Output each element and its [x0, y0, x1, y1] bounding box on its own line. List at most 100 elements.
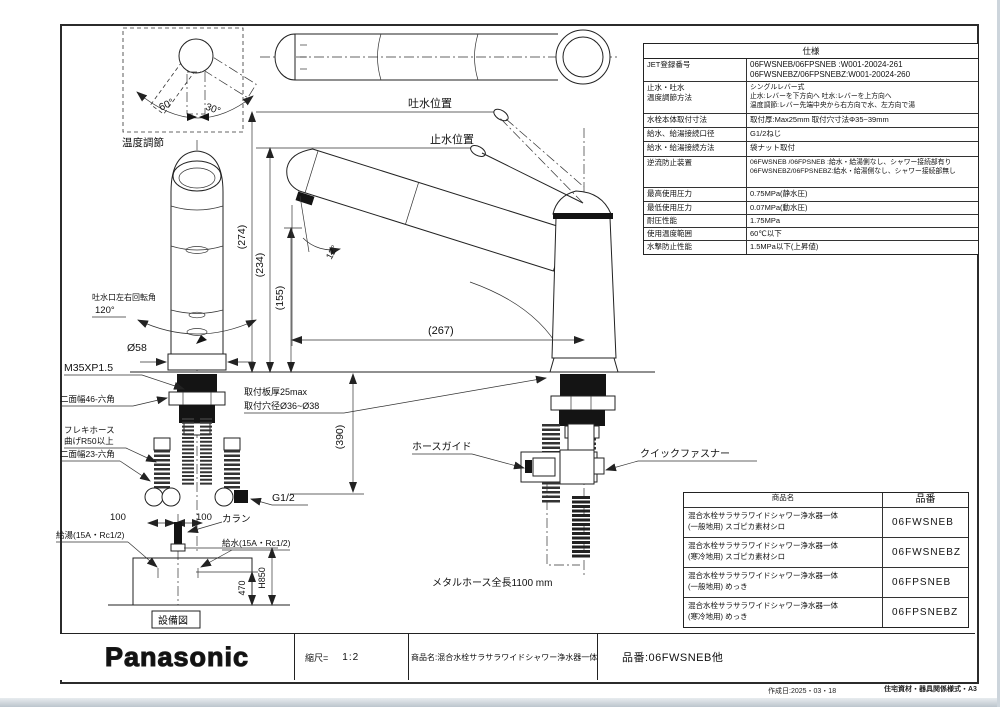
- panasonic-logo: Panasonic: [104, 641, 249, 672]
- spec-label: 逆流防止装置: [644, 157, 747, 187]
- spec-table: 仕様 JET登録番号 06FWSNEB/06FPSNEB :W001-20024…: [643, 43, 979, 255]
- side-view-dimensions: (274) (234) (155) 12° (267) 取付板厚25max 取付…: [236, 111, 585, 495]
- spec-row: 給水・給湯接続方法 袋ナット取付: [644, 142, 978, 157]
- spec-label: 給水、給湯接続口径: [644, 128, 747, 141]
- spec-value: 袋ナット取付: [750, 143, 795, 152]
- part-number-cell: 品番:06FWSNEB他: [598, 634, 975, 680]
- scale-value: 1:2: [342, 651, 360, 663]
- spec-value: 取付厚:Max25mm 取付穴寸法Φ35~39mm: [750, 115, 889, 124]
- cold-supply-label: 給水(15A・Rc1/2): [222, 538, 291, 548]
- spec-value: 1.5MPa以下(上昇値): [750, 242, 819, 251]
- rotation-caption: 吐水口左右回転角: [92, 292, 156, 302]
- lever-positions: 吐水位置 止水位置: [256, 96, 585, 188]
- flex-hose-label-1: フレキホース: [64, 425, 115, 435]
- rotation-angle-label: 120°: [95, 305, 115, 316]
- title-part-number: 品番:06FWSNEB他: [622, 652, 724, 664]
- angle-60-label: 60°: [157, 97, 175, 113]
- product-row: 混合水栓サラサラワイドシャワー浄水器一体 (寒冷地用) めっき 06FPSNEB…: [684, 598, 968, 627]
- installation-plan: 100 100 カラン 給湯(15A・Rc1/2) 給水(15A・Rc1/2) …: [56, 512, 291, 629]
- dim-470: 470: [237, 580, 247, 595]
- spec-row: 耐圧性能 1.75MPa: [644, 215, 978, 228]
- product-name-header: 商品名: [684, 493, 883, 507]
- spec-table-title: 仕様: [644, 44, 978, 59]
- dim-274: (274): [236, 225, 248, 250]
- dia-58-label: Ø58: [127, 342, 147, 354]
- angle-12-label: 12°: [324, 243, 341, 261]
- spec-row: 水撃防止性能 1.5MPa以下(上昇値): [644, 241, 978, 254]
- product-table: 商品名 品番 混合水栓サラサラワイドシャワー浄水器一体 (一般地用) スゴピカ素…: [683, 492, 969, 628]
- product-code: 06FWSNEBZ: [892, 547, 962, 558]
- spec-label: JET登録番号: [644, 59, 747, 81]
- spec-row: 最高使用圧力 0.75MPa(静水圧): [644, 188, 978, 202]
- spec-label: 水栓本体取付寸法: [644, 114, 747, 127]
- spec-row: 最低使用圧力 0.07MPa(動水圧): [644, 202, 978, 215]
- flex-hose-label-2: 曲げR50以上: [64, 436, 114, 446]
- hose-guide-label: ホースガイド: [412, 441, 472, 453]
- product-code: 06FWSNEB: [892, 517, 954, 528]
- panasonic-logo-text: Panasonic: [105, 642, 249, 672]
- g12-label: G1/2: [272, 492, 295, 504]
- temp-adjust-detail: 60° 30° 温度調節: [122, 27, 257, 149]
- spec-row: 使用温度範囲 60℃以下: [644, 228, 978, 241]
- quick-fastener-label: クイックファスナー: [640, 448, 730, 460]
- footer-created-date: 作成日:2025・03・18: [768, 688, 837, 695]
- footer-format-note: 住宅資材・器具関係様式・A3: [884, 686, 977, 693]
- spec-value: G1/2ねじ: [750, 129, 782, 138]
- dim-100-left: 100: [110, 512, 126, 523]
- spec-value: 60℃以下: [750, 229, 782, 238]
- spec-value: 0.75MPa(静水圧): [750, 189, 808, 198]
- title-product-name: 商品名:混合水栓サラサラワイドシャワー浄水器一体: [411, 652, 598, 662]
- dim-390: (390): [334, 425, 346, 450]
- scale-cell: 縮尺= 1:2: [295, 634, 409, 680]
- spec-label: 最高使用圧力: [644, 188, 747, 201]
- mount-hole-note: 取付穴径Ø36~Ø38: [244, 400, 319, 411]
- spec-value: 06FWSNEB/06FPSNEB :W001-20024-261 06FWSN…: [750, 60, 911, 79]
- product-code: 06FPSNEBZ: [892, 607, 959, 618]
- product-name: 混合水栓サラサラワイドシャワー浄水器一体 (一般地用) スゴピカ素材シロ: [684, 508, 883, 537]
- dim-234: (234): [254, 253, 266, 278]
- metal-hose-label: メタルホース全長1100 mm: [432, 576, 552, 589]
- front-view-callouts: 吐水口左右回転角 120° Ø58 M35XP1.5 二面幅46-六角 フレキホ…: [60, 292, 308, 506]
- drawing-frame: [60, 24, 979, 684]
- product-name: 混合水栓サラサラワイドシャワー浄水器一体 (寒冷地用) スゴピカ素材シロ: [684, 538, 883, 567]
- spec-value: 06FWSNEB /06FPSNEB :給水・給湯側なし、シャワー接続部有り 0…: [750, 159, 956, 175]
- spec-label: 耐圧性能: [644, 215, 747, 227]
- spec-value: シングルレバー式 止水:レバーを下方向へ 吐水:レバーを上方向へ 温度調節:レバ…: [750, 84, 916, 109]
- product-code-header: 品番: [915, 494, 936, 505]
- spec-row: 水栓本体取付寸法 取付厚:Max25mm 取付穴寸法Φ35~39mm: [644, 114, 978, 128]
- spec-value: 0.07MPa(動水圧): [750, 203, 808, 212]
- product-row: 混合水栓サラサラワイドシャワー浄水器一体 (寒冷地用) スゴピカ素材シロ 06F…: [684, 538, 968, 568]
- plan-caption: 設備図: [158, 614, 188, 627]
- brand-logo-cell: Panasonic: [60, 634, 295, 680]
- stop-position-label: 止水位置: [430, 132, 474, 146]
- spec-label: 止水・吐水 温度調節方法: [644, 82, 747, 113]
- dim-h850: H850: [257, 567, 267, 589]
- front-view-hoses: [144, 418, 248, 507]
- angle-30-label: 30°: [204, 102, 222, 118]
- front-view: [137, 140, 257, 554]
- spec-label: 使用温度範囲: [644, 228, 747, 240]
- spec-value: 1.75MPa: [750, 216, 781, 225]
- spec-label: 水撃防止性能: [644, 241, 747, 254]
- page-right-edge: [997, 0, 1000, 707]
- karan-label: カラン: [222, 514, 251, 525]
- product-name: 混合水栓サラサラワイドシャワー浄水器一体 (寒冷地用) めっき: [684, 598, 883, 627]
- product-row: 混合水栓サラサラワイドシャワー浄水器一体 (一般地用) スゴピカ素材シロ 06F…: [684, 508, 968, 538]
- spec-row: 給水、給湯接続口径 G1/2ねじ: [644, 128, 978, 142]
- title-block: Panasonic 縮尺= 1:2 商品名:混合水栓サラサラワイドシャワー浄水器…: [60, 633, 975, 680]
- product-name: 混合水栓サラサラワイドシャワー浄水器一体 (一般地用) めっき: [684, 568, 883, 597]
- product-name-cell: 商品名:混合水栓サラサラワイドシャワー浄水器一体: [409, 634, 598, 680]
- temp-adjust-label: 温度調節: [122, 136, 164, 149]
- dim-267: (267): [428, 325, 454, 337]
- scale-label: 縮尺=: [305, 652, 329, 663]
- spec-row: 止水・吐水 温度調節方法 シングルレバー式 止水:レバーを下方向へ 吐水:レバー…: [644, 82, 978, 114]
- thread-label: M35XP1.5: [64, 362, 113, 374]
- product-code: 06FPSNEB: [892, 577, 952, 588]
- hex46-label: 二面幅46-六角: [60, 394, 115, 404]
- spec-label: 最低使用圧力: [644, 202, 747, 214]
- hose-guide-detail: ホースガイド クイックファスナー メタルホース全長1100 mm: [412, 423, 757, 589]
- spec-row: JET登録番号 06FWSNEB/06FPSNEB :W001-20024-26…: [644, 59, 978, 82]
- page-bottom-edge: [0, 698, 1000, 707]
